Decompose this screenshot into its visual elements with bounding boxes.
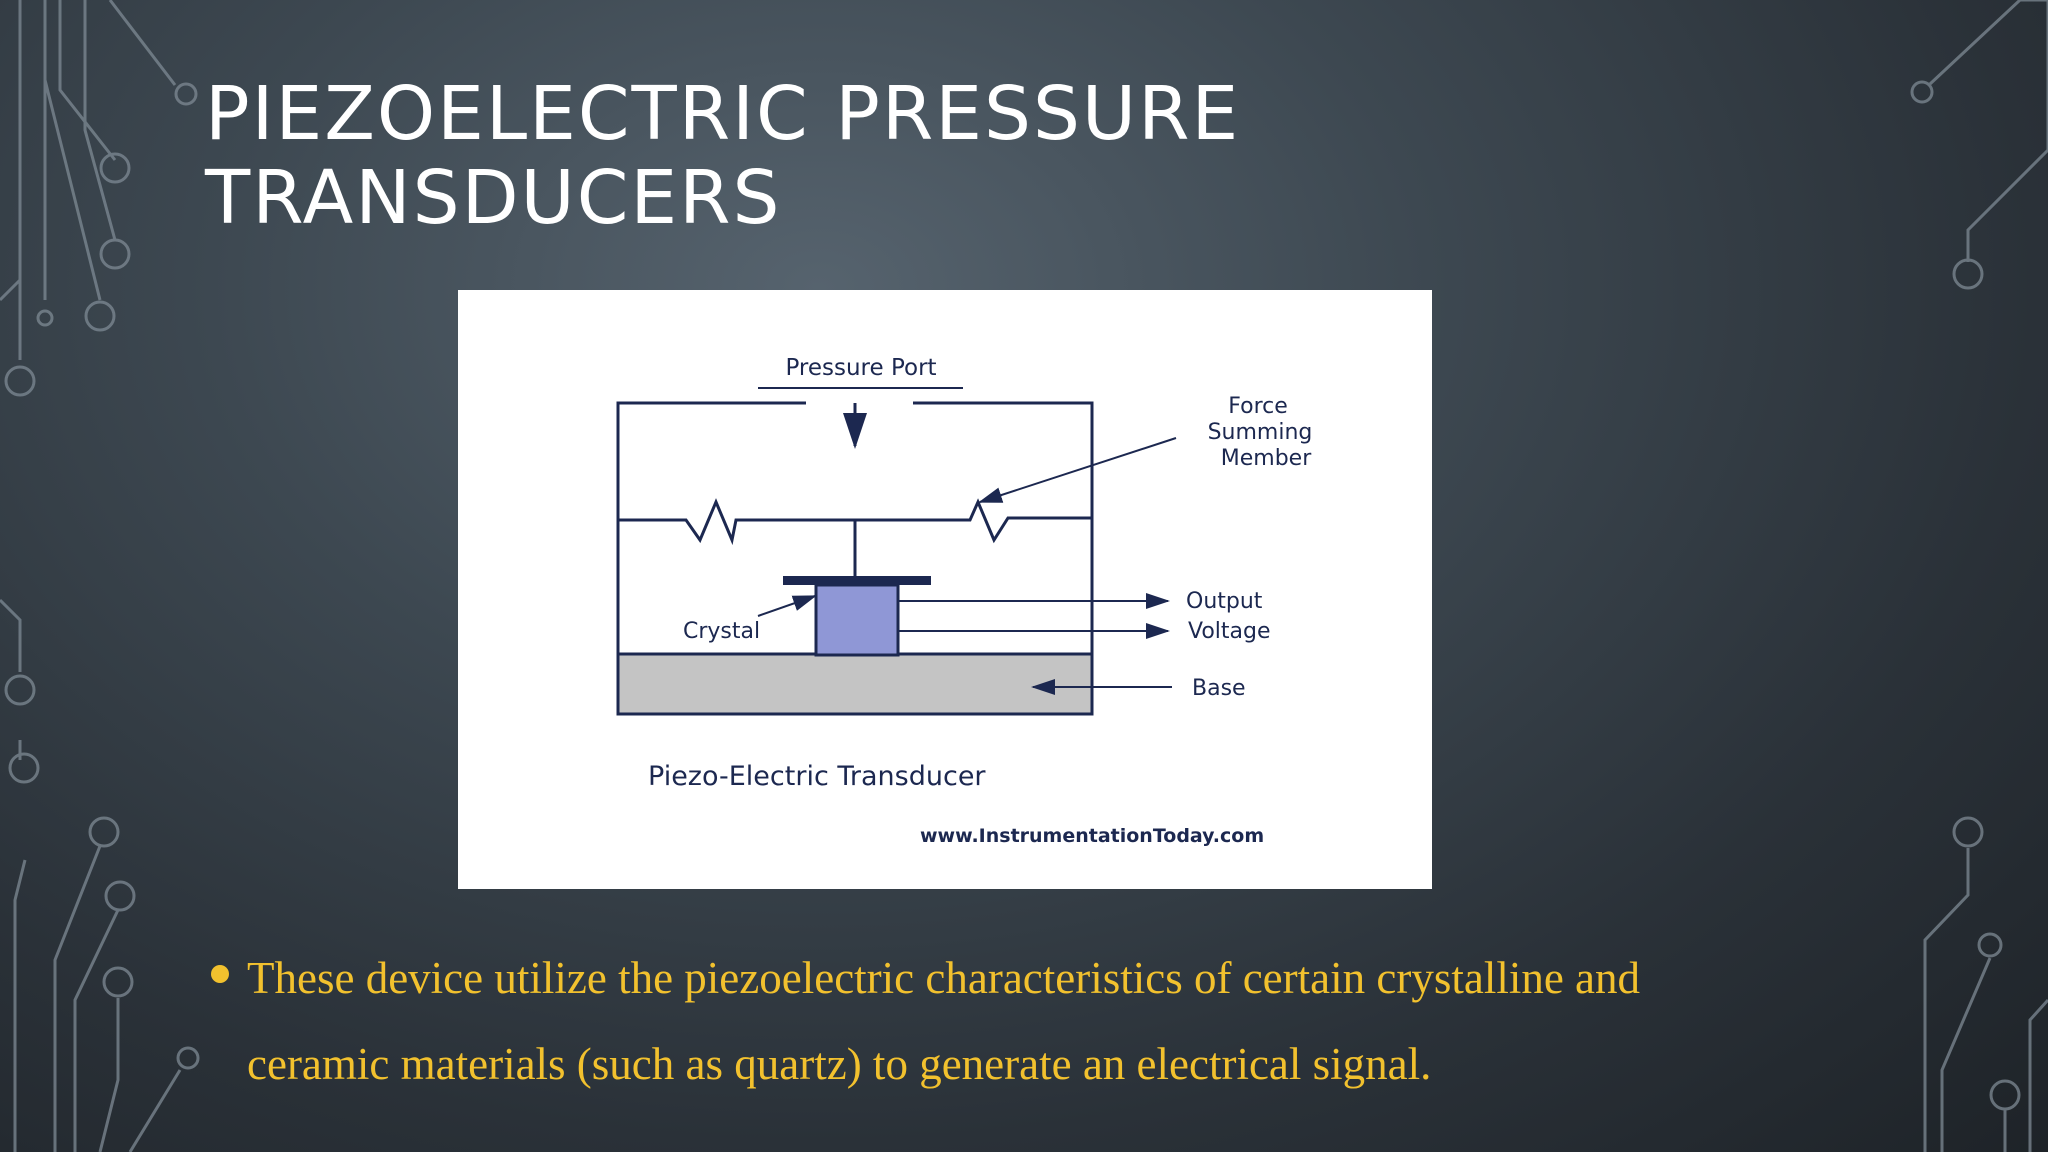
slide-title: Piezoelectric Pressure Transducers (205, 72, 1240, 240)
diaphragm (618, 498, 1092, 546)
transducer-diagram: Pressure Port Force Summing Member Outpu… (458, 290, 1432, 889)
base-block (616, 652, 1094, 716)
label-crystal: Crystal (683, 619, 760, 644)
label-output-1: Output (1186, 589, 1263, 614)
slide-title-line-1: Piezoelectric Pressure (205, 71, 1241, 157)
label-output-2: Voltage (1188, 619, 1271, 644)
figure-source-url: www.InstrumentationToday.com (920, 825, 1264, 847)
slide-title-line-2: Transducers (205, 155, 782, 241)
bullet-list: These device utilize the piezoelectric c… (205, 935, 1765, 1107)
bullet-text: These device utilize the piezoelectric c… (247, 953, 1641, 1089)
crystal-block (814, 583, 900, 657)
label-base: Base (1192, 676, 1246, 701)
bullet-dot-icon (211, 965, 229, 983)
force-plate (783, 576, 931, 585)
label-force-2: Summing (1208, 420, 1313, 445)
label-force-1: Force (1228, 394, 1288, 419)
transducer-diagram-svg: Pressure Port Force Summing Member Outpu… (616, 355, 1313, 847)
label-force-3: Member (1221, 446, 1312, 471)
label-pressure-port: Pressure Port (785, 355, 936, 381)
figure-caption: Piezo-Electric Transducer (648, 761, 986, 792)
